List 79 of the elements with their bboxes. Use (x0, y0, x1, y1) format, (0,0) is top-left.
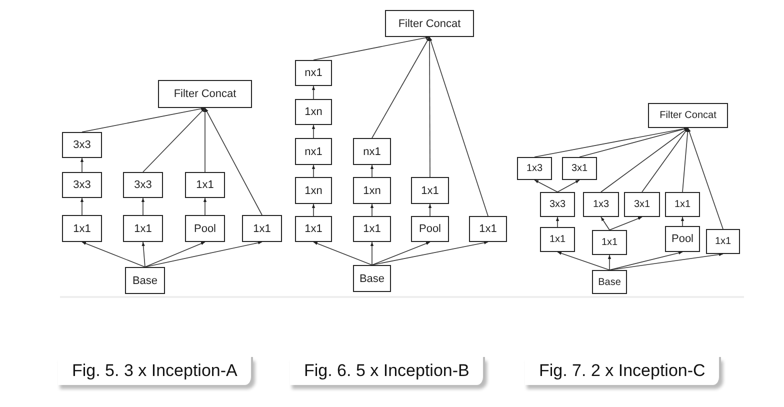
layer-box: 1x1 (123, 215, 163, 242)
layer-box: 1x1 (469, 216, 507, 242)
arrow (429, 36, 488, 216)
figure-caption: Fig. 5. 3 x Inception-A (58, 357, 254, 385)
layer-box: 1xn (295, 177, 332, 204)
layer-box: Pool (411, 216, 449, 242)
arrow (142, 108, 206, 172)
arrow (312, 164, 316, 178)
layer-box: 1xn (353, 177, 391, 204)
arrow (312, 204, 316, 216)
layer-box: Base (353, 265, 391, 292)
arrow (80, 198, 84, 216)
arrow (312, 124, 316, 138)
layer-box: 3x1 (624, 192, 660, 217)
arrow (370, 242, 374, 266)
figure-caption: Fig. 7. 2 x Inception-C (525, 357, 722, 385)
arrow (609, 252, 724, 270)
layer-box: 1x1 (706, 229, 740, 254)
arrow (203, 198, 207, 216)
layer-box: 1x1 (592, 230, 627, 255)
arrow (600, 128, 688, 192)
layer-box: Pool (185, 215, 225, 242)
arrow (428, 36, 432, 178)
arrow (557, 252, 610, 270)
layer-box: 1x1 (242, 215, 282, 242)
layer-box: 1x1 (411, 177, 449, 204)
arrow (600, 216, 610, 230)
arrow (141, 198, 145, 216)
arrow (557, 180, 580, 192)
arrow (142, 242, 146, 268)
arrow (609, 216, 642, 230)
layer-box: 3x3 (540, 192, 575, 217)
arrow (144, 242, 206, 268)
arrow (203, 108, 207, 172)
layer-box: 3x3 (123, 172, 163, 198)
arrow (608, 254, 612, 270)
arrow (313, 242, 372, 266)
layer-box: 3x3 (62, 132, 102, 158)
arrow (534, 180, 558, 192)
arrow (372, 36, 430, 138)
arrow (312, 86, 316, 100)
arrow (370, 204, 374, 216)
layer-box: Filter Concat (648, 103, 728, 128)
layer-box: nx1 (353, 138, 391, 165)
layer-box: Pool (665, 226, 700, 252)
layer-box: Base (125, 267, 165, 294)
layer-box: 1x1 (62, 215, 102, 242)
arrow (372, 241, 488, 266)
arrow (428, 204, 432, 216)
arrow (556, 216, 560, 228)
layer-box: Filter Concat (158, 80, 252, 108)
layer-box: Base (592, 270, 627, 294)
layer-box: 3x3 (62, 172, 102, 198)
layer-box: 1x1 (665, 192, 700, 217)
arrow (688, 128, 724, 230)
layer-box: Filter Concat (385, 10, 474, 37)
arrow (82, 107, 206, 132)
arrow (682, 128, 690, 192)
layer-box: nx1 (295, 60, 332, 86)
layer-box: 1xn (295, 99, 332, 125)
arrow (370, 164, 374, 178)
arrow (313, 36, 430, 60)
layer-box: 1x1 (185, 172, 225, 198)
arrow (372, 242, 430, 266)
layer-box: nx1 (295, 138, 332, 165)
layer-box: 1x1 (295, 216, 332, 242)
arrow (680, 216, 684, 226)
layer-box: 1x1 (353, 216, 391, 242)
arrow (82, 242, 146, 268)
layer-box: 1x3 (517, 157, 552, 180)
layer-box: 1x1 (540, 227, 575, 252)
figure-caption: Fig. 6. 5 x Inception-B (290, 357, 486, 385)
arrow (144, 241, 262, 268)
arrow (642, 128, 688, 192)
arrow (80, 158, 84, 172)
layer-box: 3x1 (562, 157, 597, 180)
layer-box: 1x3 (583, 192, 619, 217)
arrow (609, 251, 683, 270)
arrow (204, 108, 262, 216)
